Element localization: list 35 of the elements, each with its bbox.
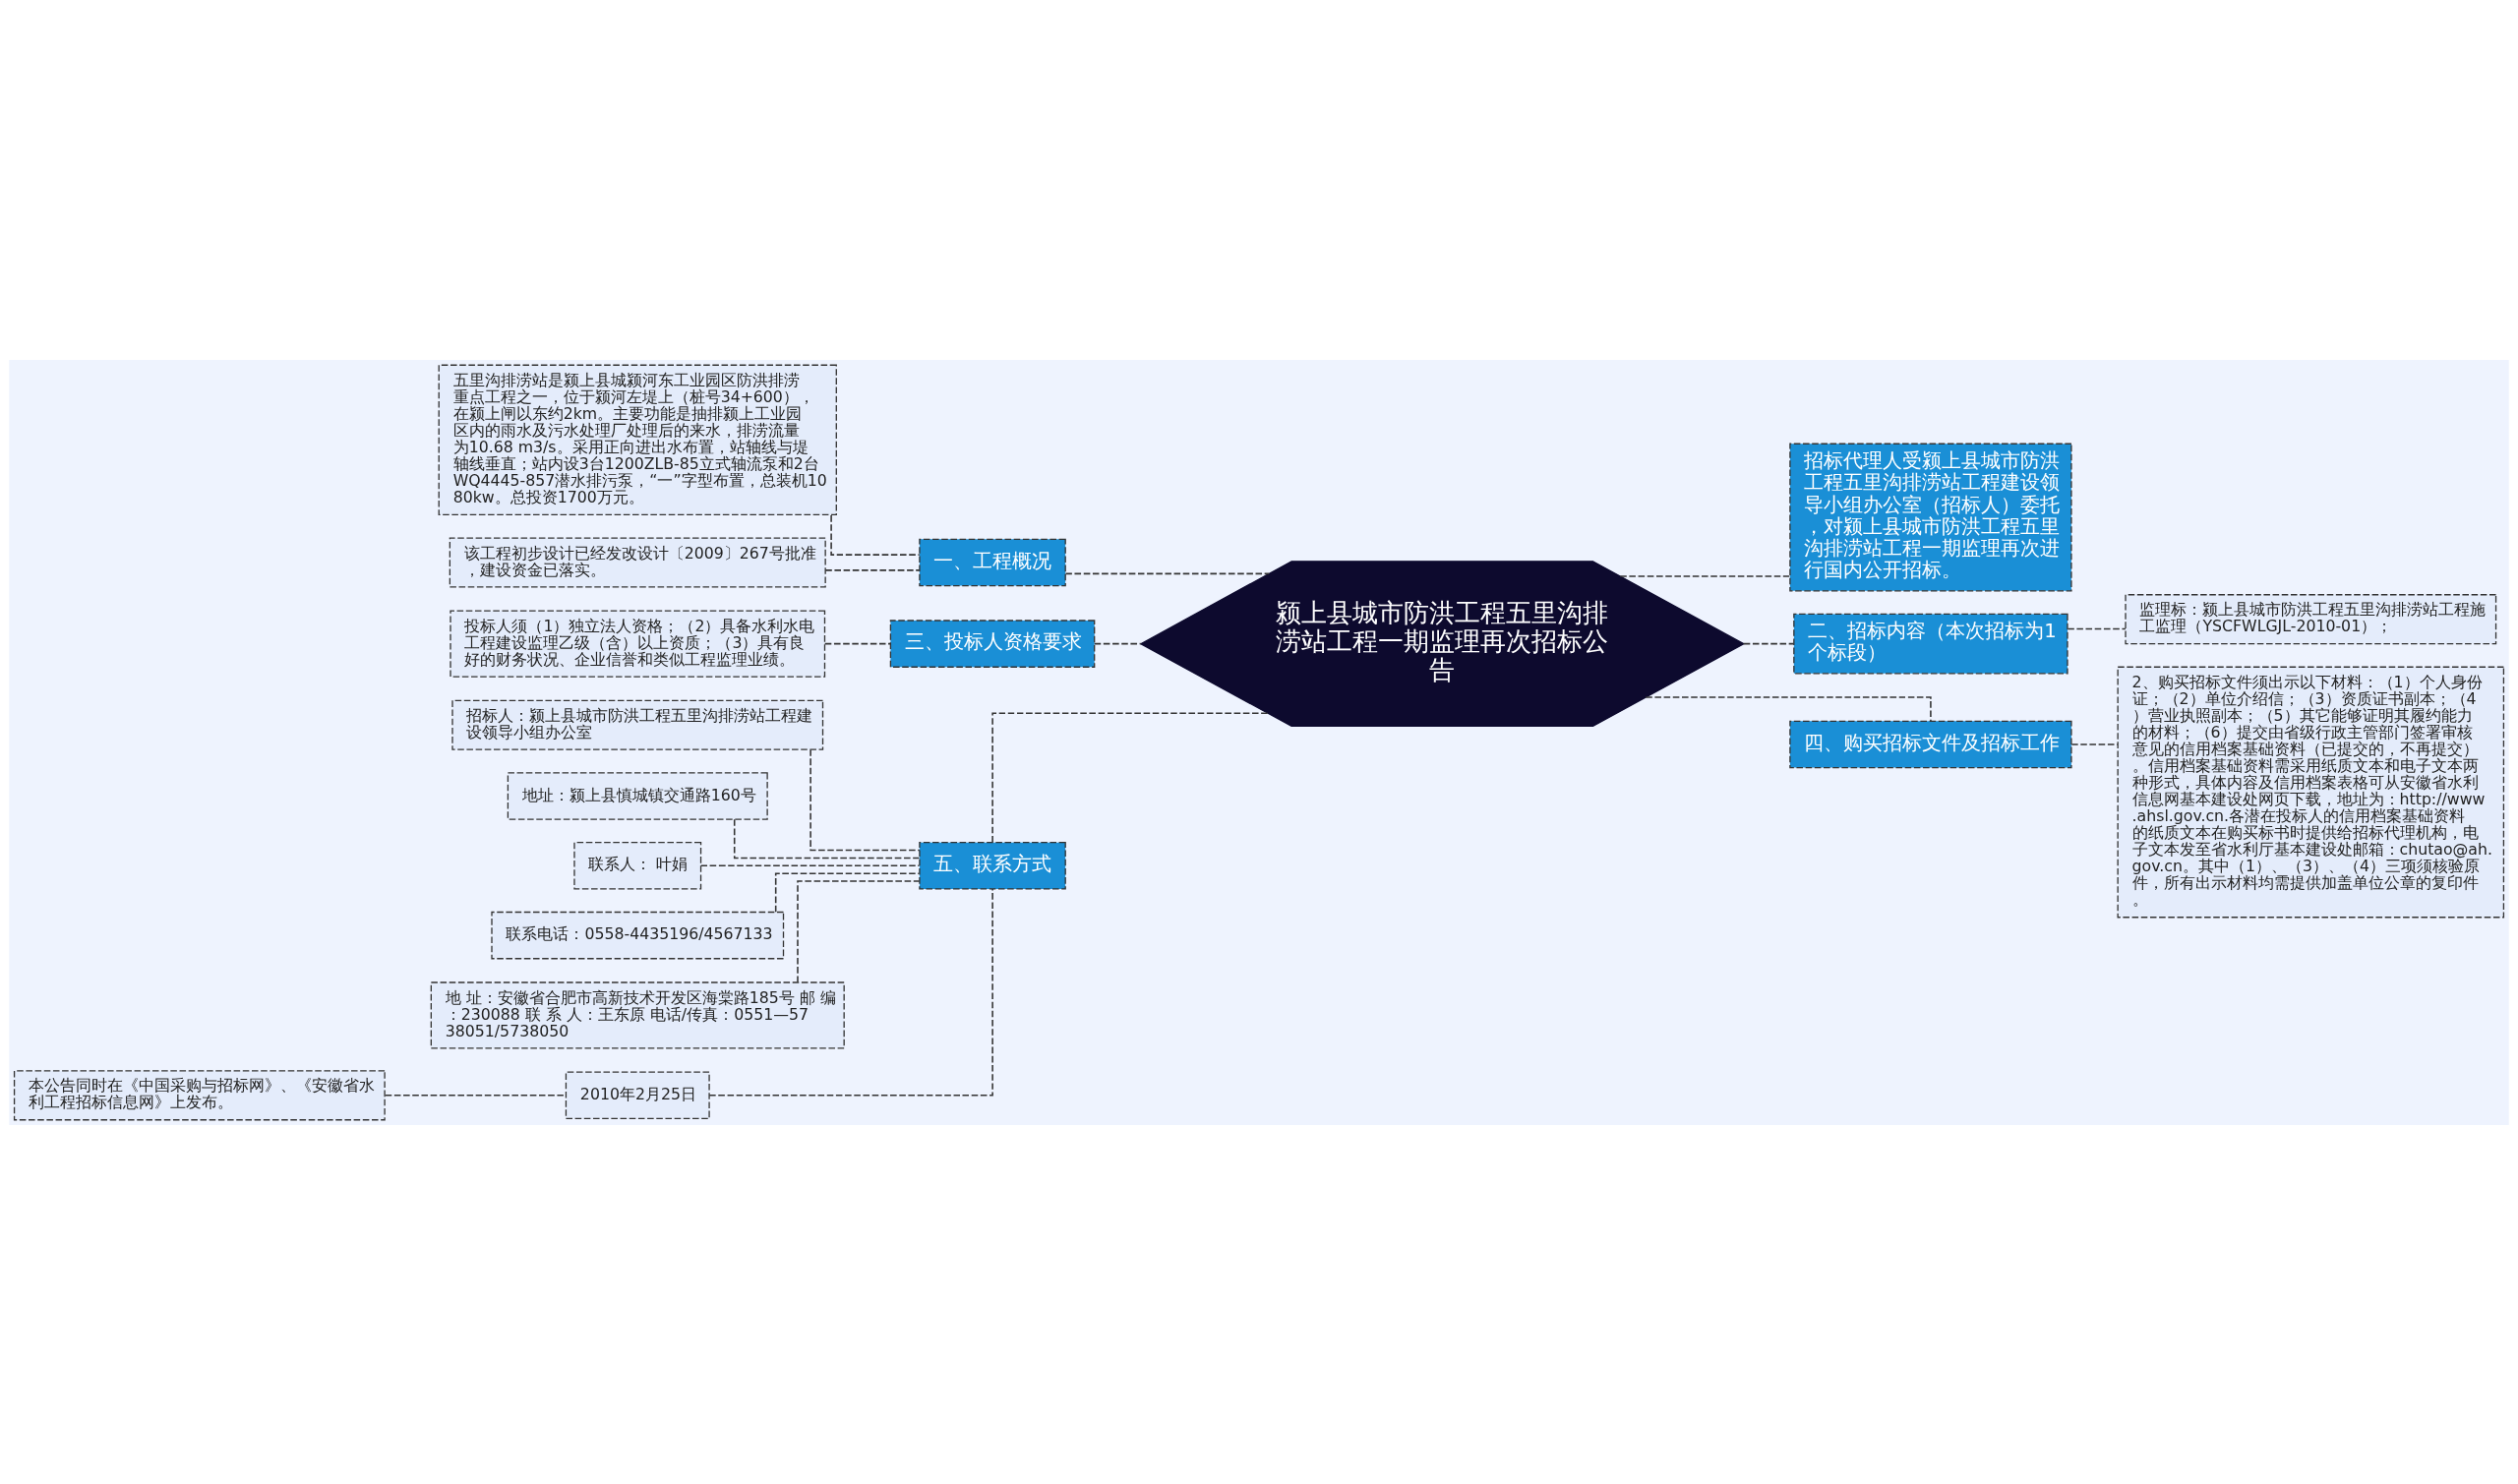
connector [1064, 572, 1270, 574]
node-box: 本公告同时在《中国采购与招标网》、《安徽省水利工程招标信息网》上发布。 [13, 1069, 386, 1120]
connector [991, 712, 1269, 843]
node-box: 四、购买招标文件及招标工作 [1789, 720, 2072, 768]
node-box: 二、招标内容（本次招标为1个标段） [1793, 613, 2068, 674]
connector [699, 864, 921, 866]
node-box: 该工程初步设计已经发改设计〔2009〕267号批准，建设资金已落实。 [449, 536, 826, 588]
connector [1619, 574, 1791, 577]
node-box: 招标代理人受颍上县城市防洪工程五里沟排涝站工程建设领导小组办公室（招标人）委托，对颍上县城市防洪工程五里沟排涝站工程一期监理再次进行国内公开招标。 [1789, 443, 2072, 591]
node-box: 投标人须（1）独立法人资格；（2）具备水利水电工程建设监理乙级（含）以上资质；（3）具有良好的财务状况、企业信誉和类似工程监理业绩。 [450, 610, 826, 678]
node-box: 地 址：安徽省合肥市高新技术开发区海棠路185号 邮 编：230088 联 系 人：王东原 电话/传真：0551—5738051/5738050 [430, 980, 845, 1049]
node-box: 2、购买招标文件须出示以下材料：（1）个人身份证；（2）单位介绍信；（3）资质证书副本；（4）营业执照副本；（5）其它能够证明其履约能力的材料；（6）提交由省级行政主管部门签署审核意见的信用档案基础资料（已提交的，不再提交）。信用档案基础资料需采用纸质文本和电子文本两种形式，具体内容及信用档案表格可从安徽省水利信息网基本建设处网页下载，地址为：http://www.ahsl.gov.cn.各潜在投标人的信用档案基础资料的纸质文本在购买标书时提供给招标代理机构，电子文本发至省水利厅基本建设处邮箱：chutao@ah.gov.cn。其中（1）、（3）、（4）三项须核验原件，所有出示材料均需提供加盖单位公章的复印件。 [2117, 666, 2505, 918]
connector [809, 748, 921, 851]
node-box: 联系人： 叶娟 [573, 841, 702, 890]
node-box: 招标人：颍上县城市防洪工程五里沟排涝站工程建设领导小组办公室 [451, 699, 824, 750]
connector [384, 1094, 567, 1097]
connector [2070, 742, 2119, 745]
connector [824, 568, 921, 571]
connector [733, 817, 921, 859]
node-box: 地址：颍上县慎城镇交通路160号 [507, 771, 768, 820]
connector [1742, 642, 1795, 644]
connector [823, 642, 891, 644]
connector [708, 887, 993, 1097]
node-box: 监理标：颍上县城市防洪工程五里沟排涝站工程施工监理（YSCFWLGJL-2010-01）； [2125, 593, 2497, 644]
node-box: 三、投标人资格要求 [889, 619, 1096, 668]
connector [1094, 642, 1142, 644]
node-box: 五里沟排涝站是颍上县城颍河东工业园区防洪排涝重点工程之一，位于颍河左堤上（桩号34+600），在颍上闸以东约2km。主要功能是抽排颍上工业园区内的雨水及污水处理厂处理后的来水，排涝流量为10.68 m3/s。采用正向进出水布置，站轴线与堤轴线垂直；站内设3台1200ZLB-85立式轴流泵和2台WQ4445-857潜水排污泵，“一”字型布置，总装机1080kw。总投资1700万元。 [438, 364, 837, 515]
connector [797, 879, 921, 983]
connector [774, 871, 921, 913]
node-box: 联系电话：0558-4435196/4567133 [491, 911, 785, 959]
node-box: 2010年2月25日 [565, 1071, 710, 1119]
node-box: 五、联系方式 [919, 841, 1066, 890]
node-box: 一、工程概况 [919, 538, 1066, 586]
connector [2067, 627, 2127, 629]
connector [830, 513, 921, 556]
